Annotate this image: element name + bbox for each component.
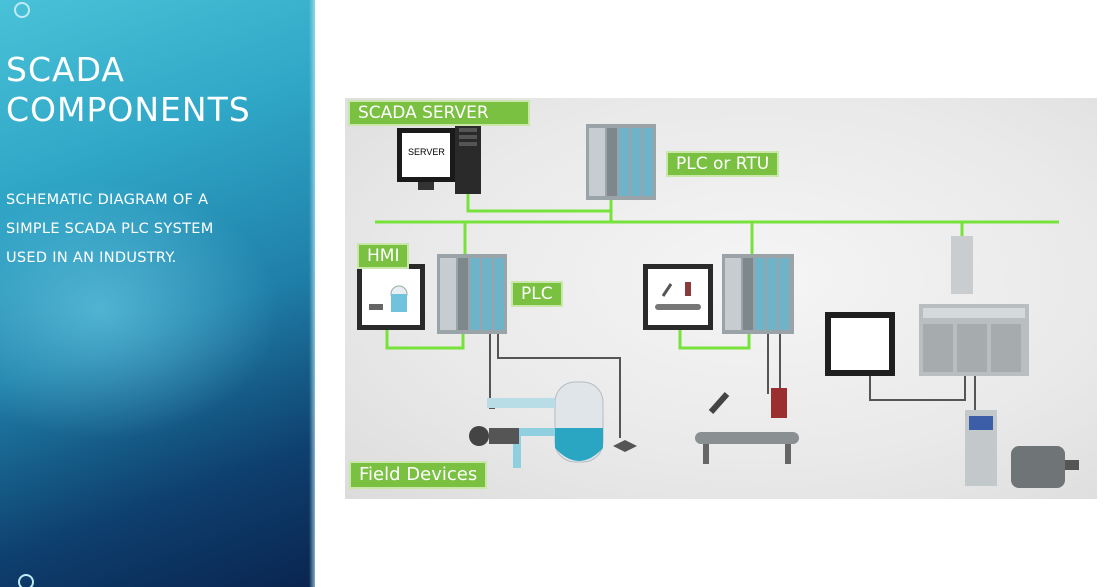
plc2-rack [722,254,794,334]
tank [554,381,604,463]
label-hmi: HMI [357,243,410,269]
tower-bay [459,128,477,132]
server-monitor-screen [402,133,450,177]
label-field-devices: Field Devices [349,461,488,489]
label-plc-or-rtu: PLC or RTU [666,151,780,177]
ring-decoration-top [14,2,30,18]
pump [469,398,555,468]
diagram-graphics [357,122,1079,488]
conveyor [695,432,799,464]
wire-valve [497,334,621,438]
slide-title-line2: COMPONENTS [6,90,251,129]
slide-title-line1: SCADA [6,50,125,89]
photo-sensor [771,388,787,418]
motor [1011,446,1079,488]
slide-title: SCADA COMPONENTS [6,50,306,130]
hmi3-wire [869,376,966,401]
hmi3-panel [825,312,895,376]
label-plc: PLC [511,281,563,307]
hmi1-link [385,330,465,350]
vfd-drive [965,410,997,486]
tower-bay [459,142,477,146]
panel-glow [0,180,280,440]
valve [613,440,637,452]
proximity-sensor [708,392,730,414]
hmi2-panel [643,264,713,330]
tower-bay [459,135,477,139]
label-scada-server: SCADA SERVER [348,100,530,126]
plc3-chassis [919,236,1029,376]
scada-diagram: SCADA SERVER SERVER PLC or RTU HMI PLC F… [345,98,1097,499]
plc1-rack [437,254,507,334]
hmi2-link [678,330,751,350]
rtu-rack [586,124,656,200]
slide-description: SCHEMATIC DIAGRAM OF A SIMPLE SCADA PLC … [6,192,214,266]
panel-edge [309,0,315,587]
ring-decoration-bottom [18,574,34,587]
slide-side-panel: SCADA COMPONENTS SCHEMATIC DIAGRAM OF A … [0,0,315,587]
label-server-screen: SERVER [408,147,445,157]
server-tower [455,122,481,194]
wire-pump [489,334,495,409]
server-monitor-stand [418,182,434,190]
hmi1-panel [357,264,425,330]
